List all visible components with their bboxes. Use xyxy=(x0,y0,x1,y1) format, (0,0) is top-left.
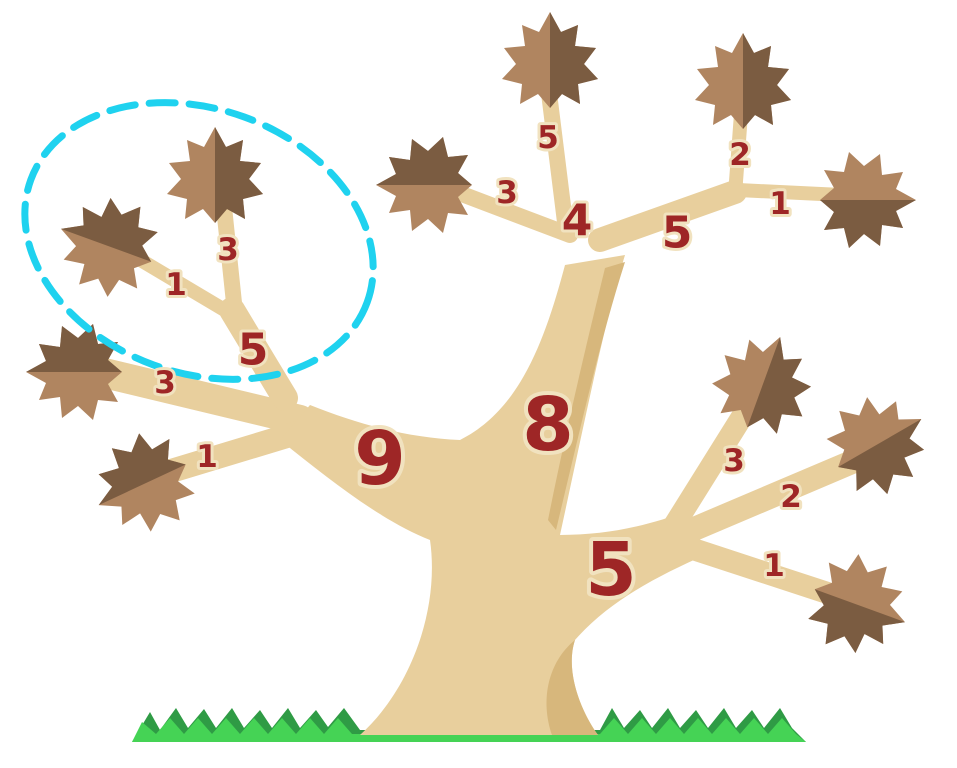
maple-leaf-icon xyxy=(78,421,206,549)
maple-leaf-icon xyxy=(695,33,791,129)
grass-strip xyxy=(132,708,806,742)
maple-leaf-icon xyxy=(798,544,922,668)
number-top-fork: 4 xyxy=(562,196,593,247)
maple-leaf-icon xyxy=(44,183,168,307)
number-trunk-right: 5 xyxy=(585,527,637,613)
number-right-leaf-lower: 1 xyxy=(763,548,785,584)
highlight-ellipse xyxy=(21,99,377,383)
number-circled-leaf-up: 3 xyxy=(217,232,239,268)
number-circled-fork: 5 xyxy=(238,325,269,376)
number-left-leaf-upper: 3 xyxy=(154,365,176,401)
maple-leaf-icon xyxy=(502,12,598,108)
number-trunk-center: 8 xyxy=(522,382,574,468)
number-circled-leaf-left: 1 xyxy=(165,267,187,303)
number-top-right-leaf-up: 2 xyxy=(729,137,751,173)
maple-leaf-icon xyxy=(820,152,916,248)
number-top-right-leaf-right: 1 xyxy=(769,186,791,222)
number-left-leaf-lower: 1 xyxy=(196,439,218,475)
maple-leaf-icon xyxy=(814,377,946,509)
number-right-leaf-upper: 3 xyxy=(723,443,745,479)
number-right-leaf-middle: 2 xyxy=(780,479,802,515)
maple-leaf-icon xyxy=(167,127,263,223)
maple-leaf-icon xyxy=(376,137,472,233)
maple-leaf-icon xyxy=(702,320,826,444)
number-top-leaf-left: 3 xyxy=(496,175,518,211)
number-trunk-left: 9 xyxy=(354,416,406,502)
branch-numbers: 9 8 5 4 5 1 2 5 3 5 1 3 3 1 3 2 1 xyxy=(151,117,805,617)
number-top-right-fork: 5 xyxy=(662,208,693,259)
number-top-leaf-up: 5 xyxy=(537,120,559,156)
